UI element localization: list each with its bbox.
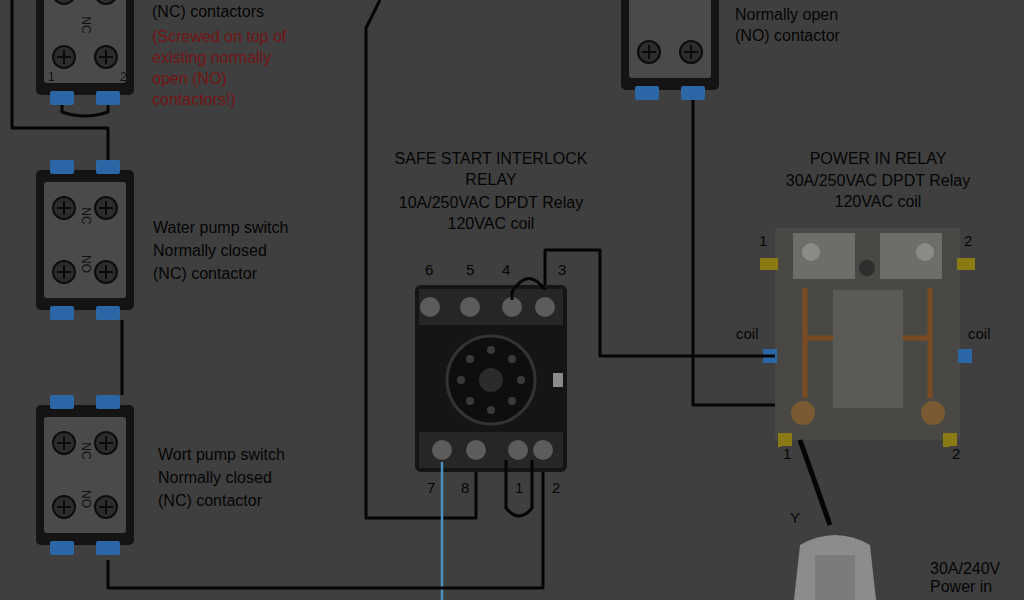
interlock-relay: SAFE START INTERLOCK RELAY10A/250VAC DPD… [415,285,567,472]
contactor-stack: (NC) contactors(Screwed on top of existi… [30,0,140,100]
component-label: SAFE START INTERLOCK RELAY [391,148,591,190]
terminal-marking: 1 [46,71,57,84]
contactor-block [36,160,134,320]
pin-number: 7 [425,480,437,496]
wire [800,440,830,525]
wire [108,472,543,588]
pin-number: 8 [459,480,471,496]
water-pump-switch: Water pump switch Normally closed (NC) c… [30,160,142,320]
no-contactor: Normally open (NO) contactor [615,0,725,100]
contactor-block [36,395,134,555]
power-relay: POWER IN RELAY30A/250VAC DPDT Relay 120V… [775,228,960,440]
power-relay-body [760,228,975,447]
power-plug [794,535,876,600]
contact-marking: NC [79,205,92,226]
contactor-block [36,0,134,105]
jumper-wire [62,105,108,116]
wire [12,0,108,160]
wire [693,100,775,405]
jumper-wire [506,460,532,516]
component-label: (NC) contactors [152,2,322,22]
contact-marking: NC [79,440,92,461]
component-label: (Screwed on top of existing normally ope… [152,26,302,110]
wire-label: Y [788,510,802,526]
component-label: 30A/250VAC DPDT Relay 120VAC coil [778,170,978,212]
pin-number: 6 [423,262,435,278]
coil-label: coil [734,326,761,342]
blue-wire [441,462,444,600]
wire [121,320,124,395]
pin-number: 1 [513,480,525,496]
terminal-number: 1 [781,446,793,462]
terminal-number: 2 [962,233,974,249]
component-label: Wort pump switch Normally closed (NC) co… [158,443,306,512]
contact-marking: NO [79,253,92,275]
wort-pump-switch: Wort pump switch Normally closed (NC) co… [30,395,142,560]
component-label: Water pump switch Normally closed (NC) c… [153,216,301,285]
terminal-marking: 2 [118,71,129,84]
jumper-wire [512,278,545,300]
component-label: 10A/250VAC DPDT Relay 120VAC coil [391,192,591,234]
pin-number: 3 [556,262,568,278]
component-label: 30A/240V Power in [930,560,1018,596]
pin-number: 4 [500,262,512,278]
wire [366,0,476,518]
terminal-number: 1 [757,233,769,249]
wire [12,0,545,518]
pin-number: 5 [464,262,476,278]
relay-socket [415,285,567,472]
contact-marking: NC [79,14,92,35]
wire [545,250,775,356]
contact-marking: NO [79,488,92,510]
contactor-block [621,0,719,100]
terminal-number: 2 [950,446,962,462]
component-label: Normally open (NO) contactor [735,4,855,46]
component-label: POWER IN RELAY [778,148,978,169]
power-plug: 30A/240V Power in [790,525,880,600]
coil-label: coil [966,326,993,342]
pin-number: 2 [550,480,562,496]
